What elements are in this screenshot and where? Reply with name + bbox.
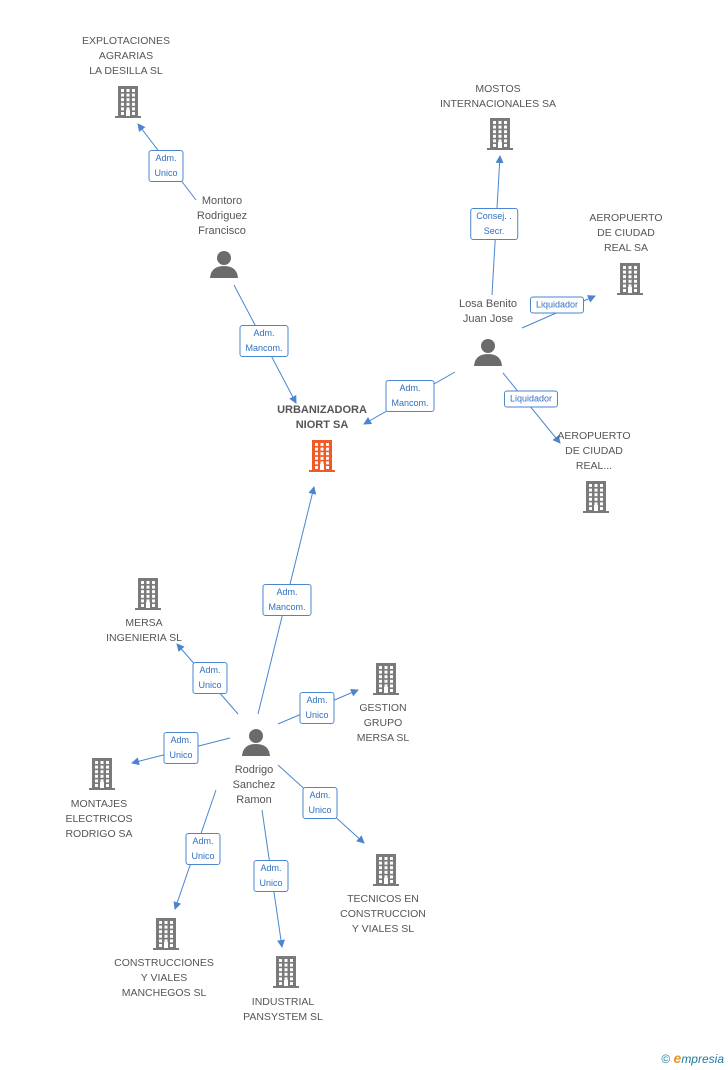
building-icon-aero2[interactable] <box>583 481 609 513</box>
person-icon-montoro[interactable] <box>210 251 238 278</box>
building-icon-explotaciones[interactable] <box>115 86 141 118</box>
edge-label-rodrigo-to-montajes[interactable]: Adm. Unico <box>163 732 199 764</box>
node-label-gestion[interactable]: GESTION GRUPO MERSA SL <box>356 702 410 744</box>
building-icon-construcciones[interactable] <box>153 918 179 950</box>
copyright-symbol: © <box>661 1052 671 1066</box>
person-icon-rodrigo[interactable] <box>242 729 270 756</box>
building-icon-mersa_ing[interactable] <box>135 578 161 610</box>
edge-label-montoro-to-urbanizadora[interactable]: Adm. Mancom. <box>239 325 289 357</box>
icons-layer <box>89 86 643 988</box>
building-icon-industrial[interactable] <box>273 956 299 988</box>
edge-label-rodrigo-to-tecnicos[interactable]: Adm. Unico <box>302 787 338 819</box>
brand-initial: e <box>673 1050 682 1066</box>
building-icon-mostos[interactable] <box>487 118 513 150</box>
building-icon-aero1[interactable] <box>617 263 643 295</box>
person-icon-losa[interactable] <box>474 339 502 366</box>
edge-label-montoro-to-explotaciones[interactable]: Adm. Unico <box>148 150 184 182</box>
node-label-montajes[interactable]: MONTAJES ELECTRICOS RODRIGO SA <box>65 798 133 840</box>
node-label-aero2[interactable]: AEROPUERTO DE CIUDAD REAL... <box>557 430 631 472</box>
node-label-industrial[interactable]: INDUSTRIAL PANSYSTEM SL <box>243 996 323 1023</box>
node-label-urbanizadora[interactable]: URBANIZADORA NIORT SA <box>277 404 367 431</box>
edge-label-rodrigo-to-construcciones[interactable]: Adm. Unico <box>185 833 221 865</box>
edge-label-rodrigo-to-mersa_ing[interactable]: Adm. Unico <box>192 662 228 694</box>
node-label-mersa_ing[interactable]: MERSA INGENIERIA SL <box>106 617 182 644</box>
node-label-construcciones[interactable]: CONSTRUCCIONES Y VIALES MANCHEGOS SL <box>114 957 214 999</box>
building-icon-gestion[interactable] <box>373 663 399 695</box>
building-icon-urbanizadora[interactable] <box>309 440 335 472</box>
brand-name: mpresia <box>681 1052 724 1066</box>
footer-brand[interactable]: © empresia <box>661 1050 724 1066</box>
edge-label-rodrigo-to-industrial[interactable]: Adm. Unico <box>253 860 289 892</box>
node-label-aero1[interactable]: AEROPUERTO DE CIUDAD REAL SA <box>589 212 663 254</box>
edge-losa-to-aero2 <box>502 372 561 444</box>
edges-layer <box>131 123 596 948</box>
node-label-losa[interactable]: Losa Benito Juan Jose <box>458 298 518 325</box>
edge-label-losa-to-aero2[interactable]: Liquidador <box>503 390 559 408</box>
edge-label-losa-to-urbanizadora[interactable]: Adm. Mancom. <box>385 380 435 412</box>
edge-label-losa-to-aero1[interactable]: Liquidador <box>529 296 585 314</box>
node-label-explotaciones[interactable]: EXPLOTACIONES AGRARIAS LA DESILLA SL <box>82 35 170 77</box>
node-label-rodrigo[interactable]: Rodrigo Sanchez Ramon <box>232 764 276 806</box>
building-icon-tecnicos[interactable] <box>373 854 399 886</box>
building-icon-montajes[interactable] <box>89 758 115 790</box>
edge-label-rodrigo-to-urbanizadora[interactable]: Adm. Mancom. <box>262 584 312 616</box>
edge-label-rodrigo-to-gestion[interactable]: Adm. Unico <box>299 692 335 724</box>
edge-label-losa-to-mostos[interactable]: Consej. . Secr. <box>470 208 518 240</box>
node-label-montoro[interactable]: Montoro Rodriguez Francisco <box>196 195 248 237</box>
node-label-mostos[interactable]: MOSTOS INTERNACIONALES SA <box>439 83 557 110</box>
node-label-tecnicos[interactable]: TECNICOS EN CONSTRUCCION Y VIALES SL <box>340 893 426 935</box>
